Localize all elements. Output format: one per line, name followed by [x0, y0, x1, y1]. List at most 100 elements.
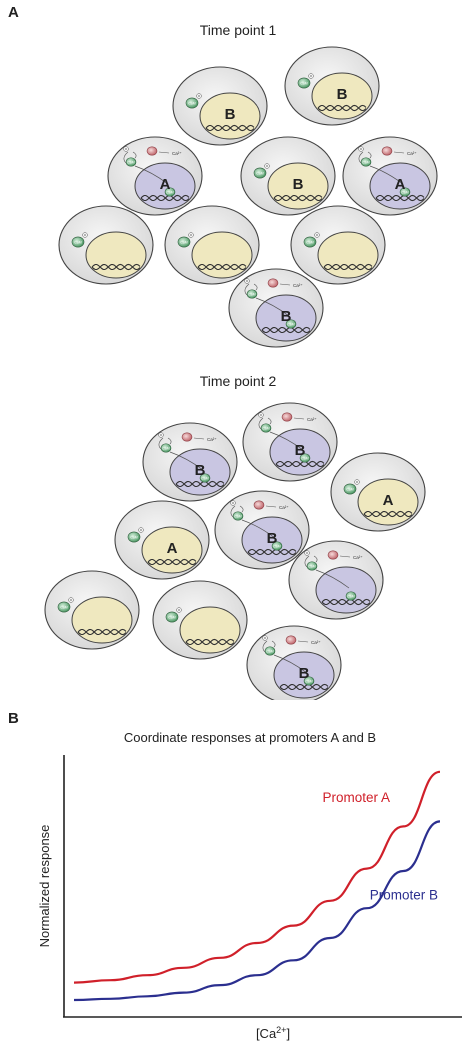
calmodulin-label: CaM: [127, 160, 135, 164]
promoter-letter: A: [383, 492, 394, 509]
panel-b-label: B: [8, 710, 19, 727]
calmodulin-label: CaM: [60, 605, 68, 609]
calmodulin-icon: [232, 511, 244, 521]
cell: CaM: [58, 205, 154, 285]
cell: CaM B: [240, 136, 336, 216]
calmodulin-icon: [177, 236, 191, 248]
calmodulin-label: CaM: [248, 292, 256, 296]
calcium-icon: [327, 550, 339, 560]
arrow: [267, 417, 272, 425]
calmodulin-label: CaM: [130, 535, 138, 539]
arrow: [167, 437, 172, 445]
calcium-icon: [253, 500, 265, 510]
dna-strand: [261, 326, 311, 334]
calcium-icon: [285, 635, 297, 645]
calmodulin-label: CaM: [362, 160, 370, 164]
calmodulin-icon: [125, 157, 137, 167]
calmodulin-label: CaM: [300, 81, 308, 85]
plus-mark: [231, 501, 235, 505]
arrow: [132, 151, 137, 159]
dna-strand: [321, 598, 371, 606]
plus-mark: [315, 233, 319, 237]
promoter-letter: A: [167, 540, 178, 557]
arrow: [265, 505, 277, 508]
plus-mark: [69, 598, 73, 602]
arrow: [293, 417, 305, 420]
calmodulin-label: CaM: [306, 240, 314, 244]
arrow: [393, 151, 405, 154]
calmodulin-label: CaM: [266, 649, 274, 653]
calmodulin-label: CaM: [305, 679, 313, 683]
dna-strand: [273, 194, 323, 202]
calmodulin-icon: [199, 473, 211, 483]
dna-strand: [375, 194, 425, 202]
calmodulin-icon: [185, 97, 199, 109]
plus-mark: [355, 480, 359, 484]
promoter-letter: B: [195, 462, 206, 479]
dna-strand: [77, 628, 127, 636]
dna-strand: [140, 194, 190, 202]
calcium-label: Ca²⁺: [407, 151, 417, 156]
calcium-label: Ca²⁺: [311, 640, 321, 645]
arrow: [258, 417, 264, 430]
calmodulin-icon: [299, 453, 311, 463]
calmodulin-label: CaM: [287, 322, 295, 326]
calmodulin-label: CaM: [74, 240, 82, 244]
calmodulin-icon: [343, 483, 357, 495]
dna-strand: [197, 263, 247, 271]
calcium-icon: [267, 278, 279, 288]
arrow: [358, 151, 364, 164]
calmodulin-label: CaM: [201, 476, 209, 480]
plus-mark: [159, 433, 163, 437]
arrow: [255, 297, 290, 317]
calcium-label: Ca²⁺: [307, 417, 317, 422]
arrow: [367, 151, 372, 159]
series-label-promoter-b: Promoter B: [370, 887, 438, 902]
arrow: [230, 505, 236, 518]
promoter-letter: A: [160, 176, 171, 193]
promoter-letter: B: [225, 106, 236, 123]
cell: CaM A: [114, 500, 210, 580]
calmodulin-label: CaM: [262, 426, 270, 430]
calmodulin-label: CaM: [234, 514, 242, 518]
calmodulin-icon: [253, 167, 267, 179]
arrow: [193, 437, 205, 440]
arrow: [241, 519, 276, 539]
calmodulin-label: CaM: [166, 190, 174, 194]
dna-strand: [185, 638, 235, 646]
arrow: [273, 654, 308, 674]
promoter-letter: A: [395, 176, 406, 193]
dna-strand: [279, 683, 329, 691]
calmodulin-icon: [303, 676, 315, 686]
calmodulin-icon: [164, 187, 176, 197]
arrow: [134, 165, 169, 185]
arrow: [339, 555, 351, 558]
plus-mark: [359, 147, 363, 151]
calmodulin-label: CaM: [256, 171, 264, 175]
dna-strand: [205, 124, 255, 132]
calcium-label: Ca²⁺: [353, 555, 363, 560]
promoter-letter: B: [293, 176, 304, 193]
calcium-label: Ca²⁺: [172, 151, 182, 156]
plus-mark: [83, 233, 87, 237]
plus-mark: [177, 608, 181, 612]
calcium-label: Ca²⁺: [293, 283, 303, 288]
dna-strand: [91, 263, 141, 271]
calmodulin-icon: [297, 77, 311, 89]
arrow: [239, 505, 244, 513]
plus-mark: [263, 636, 267, 640]
y-axis-label: Normalized response: [37, 825, 52, 948]
series-label-promoter-a: Promoter A: [322, 790, 390, 805]
cell: CaM: [290, 205, 386, 285]
calmodulin-icon: [345, 591, 357, 601]
arrow: [262, 640, 268, 653]
calmodulin-label: CaM: [308, 564, 316, 568]
